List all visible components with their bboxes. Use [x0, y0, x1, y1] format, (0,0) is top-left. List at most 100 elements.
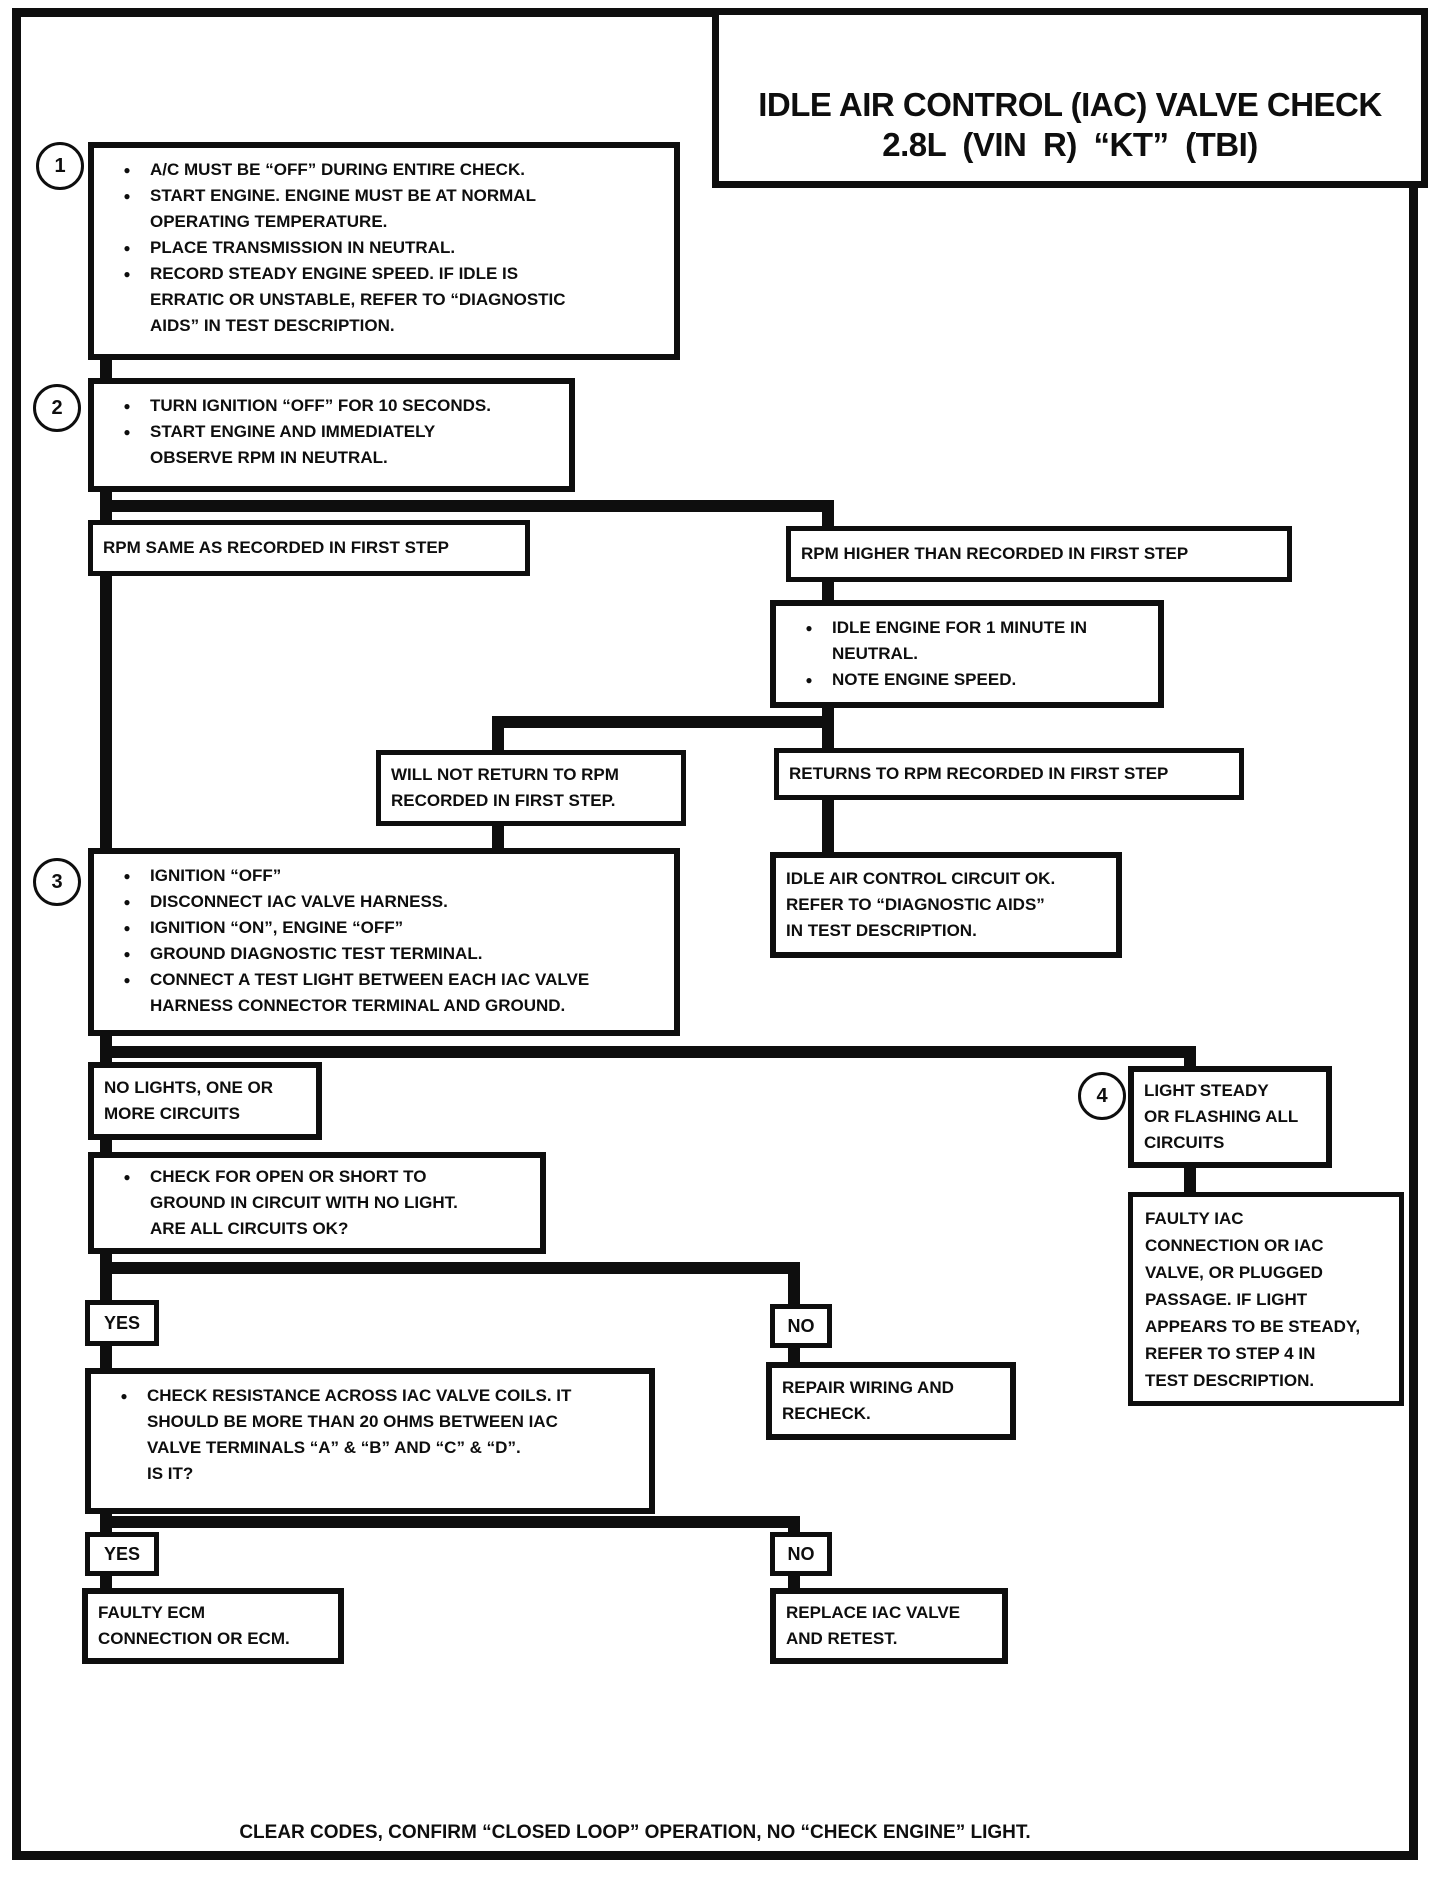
step-3-number: 3: [51, 870, 63, 893]
bullet-item: ● GROUND DIAGNOSTIC TEST TERMINAL.: [104, 941, 660, 967]
text-line: IGNITION “ON”, ENGINE “OFF”: [150, 918, 404, 937]
text-line: GROUND DIAGNOSTIC TEST TERMINAL.: [150, 944, 483, 963]
connector: [492, 716, 834, 728]
connector: [788, 1574, 800, 1590]
node-returns: RETURNS TO RPM RECORDED IN FIRST STEP: [774, 748, 1244, 800]
text-line: CHECK RESISTANCE ACROSS IAC VALVE COILS.…: [147, 1386, 572, 1405]
step-2-badge: 2: [33, 384, 81, 432]
text-line: OBSERVE RPM IN NEUTRAL.: [150, 448, 388, 467]
bullet-icon: ●: [123, 241, 131, 255]
text-line: AIDS” IN TEST DESCRIPTION.: [150, 316, 395, 335]
node-replace-iac: REPLACE IAC VALVE AND RETEST.: [770, 1588, 1008, 1664]
page-subtitle: 2.8L (VIN R) “KT” (TBI): [882, 126, 1258, 163]
connector: [100, 1046, 1196, 1058]
text-line: VALVE TERMINALS “A” & “B” AND “C” & “D”.: [147, 1438, 521, 1457]
yes-label: YES: [103, 1312, 141, 1333]
text-line: CONNECTION OR IAC: [1145, 1236, 1324, 1255]
bullet-icon: ●: [123, 947, 131, 961]
connector: [100, 1262, 800, 1274]
text-line: TURN IGNITION “OFF” FOR 10 SECONDS.: [150, 396, 491, 415]
text-line: REFER TO STEP 4 IN: [1145, 1344, 1316, 1363]
text-line: AND RETEST.: [786, 1629, 898, 1648]
no-label: NO: [787, 1315, 815, 1336]
bullet-icon: ●: [123, 1170, 131, 1184]
bullet-item: ● TURN IGNITION “OFF” FOR 10 SECONDS.: [104, 393, 555, 419]
text-line: VALVE, OR PLUGGED: [1145, 1263, 1323, 1282]
bullet-icon: ●: [123, 163, 131, 177]
step-1-badge: 1: [36, 142, 84, 190]
bullet-icon: ●: [123, 399, 131, 413]
bullet-item: ●IGNITION “OFF”: [104, 863, 660, 889]
text-line: FAULTY ECM: [98, 1603, 206, 1622]
bullet-icon: ●: [120, 1389, 128, 1403]
step-2-number: 2: [51, 396, 63, 419]
node-faulty-ecm: FAULTY ECM CONNECTION OR ECM.: [82, 1588, 344, 1664]
connector: [822, 500, 834, 530]
text-line: IDLE AIR CONTROL CIRCUIT OK.: [786, 869, 1056, 888]
bullet-item: ●DISCONNECT IAC VALVE HARNESS.: [104, 889, 660, 915]
text-line: IDLE ENGINE FOR 1 MINUTE IN: [832, 618, 1088, 637]
node-rpm-higher: RPM HIGHER THAN RECORDED IN FIRST STEP: [786, 526, 1292, 582]
bullet-icon: ●: [123, 895, 131, 909]
node-step2: ● TURN IGNITION “OFF” FOR 10 SECONDS. ●ST…: [88, 378, 575, 492]
connector: [788, 1516, 800, 1534]
text-line: NOTE ENGINE SPEED.: [832, 670, 1017, 689]
node-idle-engine: ● IDLE ENGINE FOR 1 MINUTE IN NEUTRAL. ●NO…: [770, 600, 1164, 708]
text-line: LIGHT STEADY: [1144, 1081, 1269, 1100]
connector: [100, 1262, 112, 1302]
node-iac-ok: IDLE AIR CONTROL CIRCUIT OK. REFER TO “D…: [770, 852, 1122, 958]
connector: [100, 500, 834, 512]
text-line: APPEARS TO BE STEADY,: [1145, 1317, 1361, 1336]
text-line: IS IT?: [147, 1464, 194, 1483]
text-line: START ENGINE. ENGINE MUST BE AT NORMAL: [150, 186, 536, 205]
node-step3: ●IGNITION “OFF” ●DISCONNECT IAC VALVE HA…: [88, 848, 680, 1036]
connector: [788, 1346, 800, 1364]
text-line: OR FLASHING ALL: [1144, 1107, 1299, 1126]
text-line: A/C MUST BE “OFF” DURING ENTIRE CHECK.: [150, 160, 525, 179]
text-line: RECORD STEADY ENGINE SPEED. IF IDLE IS: [150, 264, 519, 283]
bullet-icon: ●: [123, 189, 131, 203]
text-line: PASSAGE. IF LIGHT: [1145, 1290, 1308, 1309]
bullet-item: ● IDLE ENGINE FOR 1 MINUTE IN NEUTRAL.: [786, 615, 1144, 667]
text-line: RPM HIGHER THAN RECORDED IN FIRST STEP: [801, 544, 1189, 563]
node-rpm-same: RPM SAME AS RECORDED IN FIRST STEP: [88, 520, 530, 576]
text-line: RETURNS TO RPM RECORDED IN FIRST STEP: [789, 764, 1169, 783]
text-line: CIRCUITS: [1144, 1133, 1225, 1152]
text-line: NEUTRAL.: [832, 644, 918, 663]
connector: [100, 1574, 112, 1590]
connector: [100, 1138, 112, 1156]
node-yes-2: YES: [85, 1532, 159, 1576]
bullet-item: ●NOTE ENGINE SPEED.: [786, 667, 1144, 693]
page-title: IDLE AIR CONTROL (IAC) VALVE CHECK: [758, 86, 1382, 123]
node-no-lights: NO LIGHTS, ONE OR MORE CIRCUITS: [88, 1062, 322, 1140]
text-line: CONNECTION OR ECM.: [98, 1629, 290, 1648]
node-check-resistance: ● CHECK RESISTANCE ACROSS IAC VALVE COILS…: [85, 1368, 655, 1514]
text-line: RECORDED IN FIRST STEP.: [391, 791, 616, 810]
bullet-icon: ●: [123, 921, 131, 935]
text-line: RPM SAME AS RECORDED IN FIRST STEP: [103, 538, 450, 557]
node-light-steady: LIGHT STEADY OR FLASHING ALL CIRCUITS: [1128, 1066, 1332, 1168]
text-line: ERRATIC OR UNSTABLE, REFER TO “DIAGNOSTI…: [150, 290, 566, 309]
bullet-icon: ●: [123, 869, 131, 883]
node-faulty-iac: FAULTY IAC CONNECTION OR IAC VALVE, OR P…: [1128, 1192, 1404, 1406]
connector: [1184, 1166, 1196, 1196]
bullet-item: ●PLACE TRANSMISSION IN NEUTRAL.: [104, 235, 660, 261]
bullet-item: ●CONNECT A TEST LIGHT BETWEEN EACH IAC V…: [104, 967, 660, 1019]
text-line: FAULTY IAC: [1145, 1209, 1244, 1228]
connector: [100, 1046, 112, 1066]
bullet-item: ● IGNITION “ON”, ENGINE “OFF”: [104, 915, 660, 941]
step-3-badge: 3: [33, 858, 81, 906]
connector: [1184, 1046, 1196, 1070]
text-line: SHOULD BE MORE THAN 20 OHMS BETWEEN IAC: [147, 1412, 558, 1431]
connector: [100, 360, 112, 380]
connector: [822, 580, 834, 602]
connector: [100, 1346, 112, 1370]
connector: [492, 716, 504, 752]
bullet-item: ● CHECK RESISTANCE ACROSS IAC VALVE COILS…: [101, 1383, 635, 1487]
bullet-icon: ●: [805, 621, 813, 635]
bullet-icon: ●: [123, 267, 131, 281]
text-line: MORE CIRCUITS: [104, 1104, 240, 1123]
